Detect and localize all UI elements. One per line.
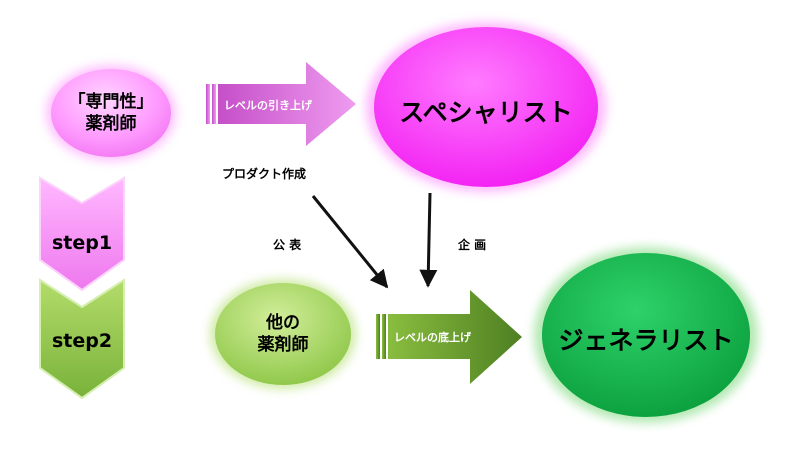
specialty-pharmacist-line2: 薬剤師 (85, 114, 137, 134)
step1-label: step1 (51, 232, 113, 254)
level-base-up-arrow (376, 290, 522, 384)
product-creation-label: プロダクト作成 (222, 167, 307, 181)
other-pharmacist-label: 他の 薬剤師 (223, 312, 343, 356)
plan-arrow (419, 192, 438, 288)
specialist-ellipse (366, 22, 606, 192)
level-up-text: レベルの引き上げ (224, 99, 312, 112)
step2-label: step2 (51, 330, 113, 352)
other-pharmacist-ellipse (210, 279, 356, 389)
step1-chevron (39, 176, 125, 292)
publish-label: 公 表 (273, 238, 302, 252)
generalist-label: ジェネラリスト (558, 326, 734, 355)
other-pharmacist-line1: 他の (266, 313, 300, 333)
generalist-ellipse (534, 247, 758, 423)
specialty-pharmacist-label: 「専門性」 薬剤師 (51, 91, 171, 135)
specialist-label: スペシャリスト (399, 98, 573, 127)
plan-label: 企 画 (458, 238, 487, 252)
specialty-pharmacist-line1: 「専門性」 (68, 92, 154, 112)
level-base-up-text: レベルの底上げ (394, 331, 471, 344)
level-up-arrow (206, 62, 356, 146)
specialty-pharmacist-ellipse (46, 65, 176, 161)
publish-arrow (311, 195, 389, 289)
step2-chevron (39, 278, 125, 400)
other-pharmacist-line2: 薬剤師 (257, 335, 309, 355)
